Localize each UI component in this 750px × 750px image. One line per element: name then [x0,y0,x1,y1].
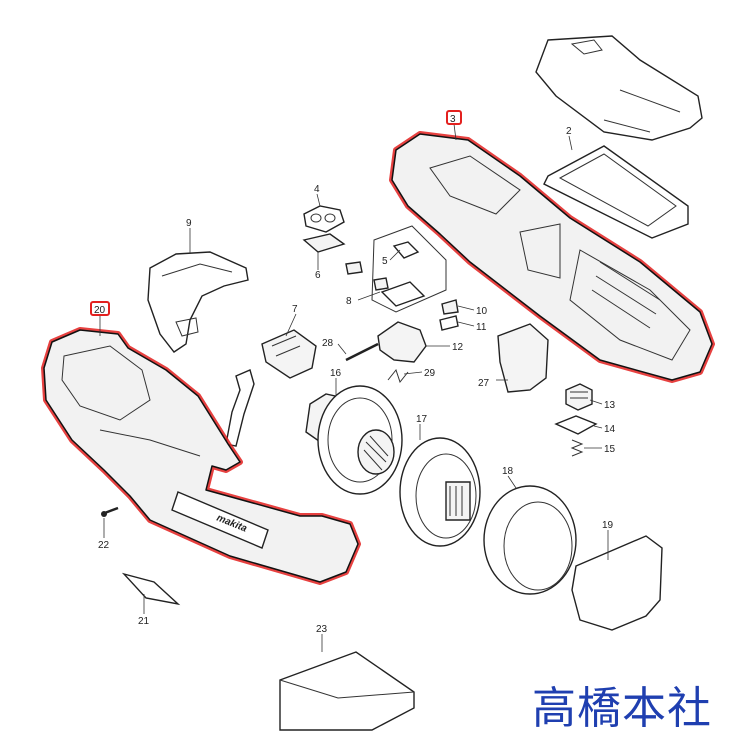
part-label: 18 [502,466,514,477]
part-label: 29 [424,368,436,379]
part-label: 5 [382,256,388,267]
highlight-label-frame [90,301,110,316]
switch-board-part [345,225,447,313]
filter-part [399,437,481,547]
carry-box-part [279,651,415,731]
button-holder-part [554,415,598,435]
part-label: 9 [186,218,192,229]
spring-part-29 [387,368,409,384]
motor-fan-part [305,385,403,495]
gasket-part [543,145,689,239]
part-label: 14 [604,424,616,435]
latch-cover-part [497,323,549,393]
part-label: 19 [602,520,614,531]
highlight-label-frame [446,110,462,125]
part-label: 23 [316,624,328,635]
part-label: 15 [604,444,616,455]
handle-housing-part-highlighted: makita [41,327,361,585]
release-button-part [565,383,593,411]
switch-cap-part [303,205,345,233]
top-cover-part [535,35,703,141]
part-label: 17 [416,414,428,425]
side-trim-part [225,369,255,447]
housing-part-highlighted [389,131,715,383]
part-label: 27 [478,378,490,389]
handle-cover-part [147,251,249,353]
lever-part [377,321,427,363]
part-label: 13 [604,400,616,411]
part-label: 2 [566,126,572,137]
part-label: 20 [94,305,106,316]
switch-part [302,233,346,253]
pre-filter-part [571,535,663,631]
part-label: 16 [330,368,342,379]
watermark-text: 高橋本社 [532,683,712,734]
filter-ring-part [483,485,577,595]
label-plate-part [121,572,181,606]
battery-terminal-part [261,329,317,379]
part-label: 28 [322,338,334,349]
screw-part [101,506,119,517]
part-label: 11 [476,322,487,333]
part-labels: 2 3 4 5 6 7 8 9 10 11 12 13 14 15 16 17 … [90,110,616,635]
part-label: 22 [98,540,110,551]
part-label: 10 [476,306,488,317]
part-label: 6 [315,270,321,281]
part-label: 3 [450,114,456,125]
pin-part [345,342,379,362]
contact-part-10 [441,299,459,315]
contact-part-11 [439,315,459,331]
part-label: 4 [314,184,320,195]
part-label: 21 [138,616,150,627]
part-label: 7 [292,304,298,315]
part-label: 8 [346,296,352,307]
part-label: 12 [452,342,464,353]
leader-lines [99,123,609,652]
compression-spring-part [570,439,584,457]
